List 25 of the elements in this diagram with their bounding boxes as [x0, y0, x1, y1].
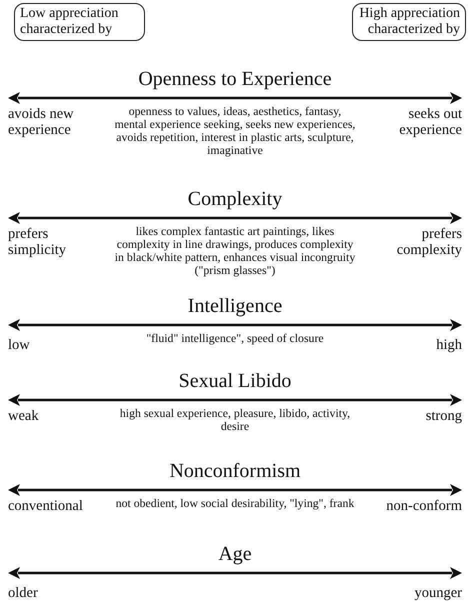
scale-low-end: low: [8, 337, 30, 353]
scale-high-end: prefers complexity: [396, 226, 462, 258]
scale-title: Openness to Experience: [137, 68, 333, 91]
scale-high-end: younger: [414, 585, 462, 601]
scale-low-end: older: [8, 585, 38, 601]
scale-high-end: strong: [426, 408, 462, 424]
scale-high-end: high: [436, 337, 462, 353]
scale-high-end: non-conform: [386, 498, 462, 514]
scale-low-end: weak: [8, 408, 39, 424]
scale-description: not obedient, low social desirability, "lying", frank: [114, 497, 356, 510]
scale-title: Complexity: [186, 188, 284, 211]
scale-title: Age: [217, 543, 253, 566]
label-box: High appreciation characterized by: [352, 3, 466, 41]
scale-title: Intelligence: [186, 295, 284, 318]
scale-high-end: seeks out experience: [398, 106, 462, 138]
scale-description: likes complex fantastic art paintings, likes complexity in line drawings, produces complexity in black/white pattern, enhances visual incongruity ("prism glasses"): [114, 225, 356, 277]
scale-low-end: avoids new experience: [8, 106, 75, 138]
scale-description: openness to values, ideas, aesthetics, fantasy, mental experience seeking, seeks new experiences, avoids repetition, interest in plastic arts, sculpture, imaginative: [114, 105, 356, 157]
scale-low-end: conventional: [8, 498, 83, 514]
scale-description: high sexual experience, pleasure, libido, activity, desire: [118, 407, 352, 433]
scale-description: "fluid" intelligence", speed of closure: [145, 332, 325, 345]
scale-title: Nonconformism: [168, 460, 302, 483]
label-box: Low appreciation characterized by: [14, 3, 145, 41]
scale-title: Sexual Libido: [178, 370, 292, 393]
scale-low-end: prefers simplicity: [8, 226, 67, 258]
